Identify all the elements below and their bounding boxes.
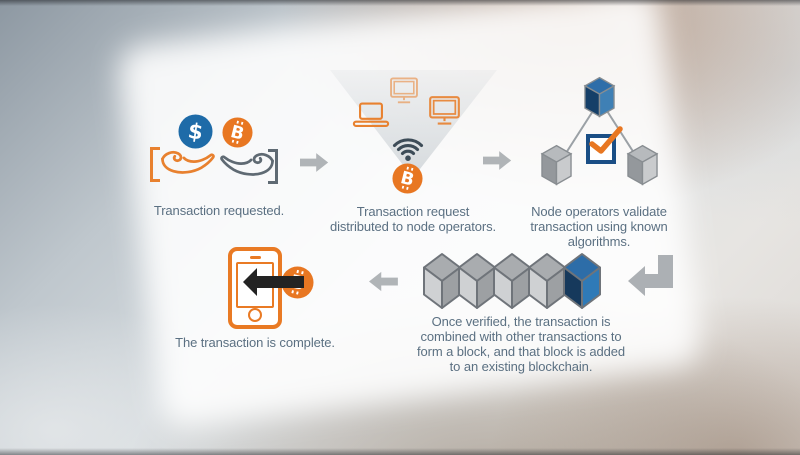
- bitcoin-sign: B: [398, 168, 416, 191]
- chain-cube-gray: [458, 253, 496, 309]
- caption-step-2: Transaction request distributed to node …: [329, 204, 497, 234]
- chain-cube-blue: [563, 253, 601, 309]
- top-edge-shadow: [0, 0, 800, 6]
- caption-step-1: Transaction requested.: [153, 203, 285, 218]
- monitor-icon: [429, 96, 460, 125]
- return-arrow-icon: [628, 255, 673, 296]
- bracket-right-icon: [268, 149, 278, 184]
- receiving-hand-icon: [220, 152, 274, 176]
- chain-cube-gray: [528, 253, 566, 309]
- chain-cube-gray: [493, 253, 531, 309]
- caption-step-5: The transaction is complete.: [175, 335, 335, 350]
- cube-icon-gray: [540, 144, 573, 186]
- chain-cube-gray: [423, 253, 461, 309]
- checkmark-icon: [589, 126, 623, 154]
- arrow-left-icon: [369, 271, 398, 292]
- phone-speaker: [249, 256, 261, 259]
- giving-hand-icon: [161, 150, 215, 174]
- laptop-icon: [352, 102, 390, 127]
- cube-icon-gray: [626, 144, 659, 186]
- arrow-right-icon: [300, 153, 329, 172]
- phone-home-button: [248, 308, 262, 322]
- bitcoin-coin-icon: B: [222, 117, 253, 148]
- blockchain-cubes: [423, 253, 603, 309]
- dollar-coin-icon: $: [178, 114, 213, 149]
- bitcoin-coin-icon: B: [392, 163, 423, 194]
- caption-step-3: Node operators validate transaction usin…: [530, 204, 668, 249]
- bracket-left-icon: [150, 147, 160, 182]
- bitcoin-sign: B: [228, 122, 246, 145]
- bottom-edge-shadow: [0, 448, 800, 455]
- wifi-icon: [392, 138, 424, 161]
- caption-step-4: Once verified, the transaction is combin…: [416, 314, 626, 374]
- monitor-icon: [390, 77, 418, 104]
- cube-icon-blue: [583, 76, 616, 118]
- transfer-arrow-icon: [243, 268, 304, 296]
- dollar-sign: $: [186, 119, 204, 146]
- arrow-right-icon: [483, 151, 512, 170]
